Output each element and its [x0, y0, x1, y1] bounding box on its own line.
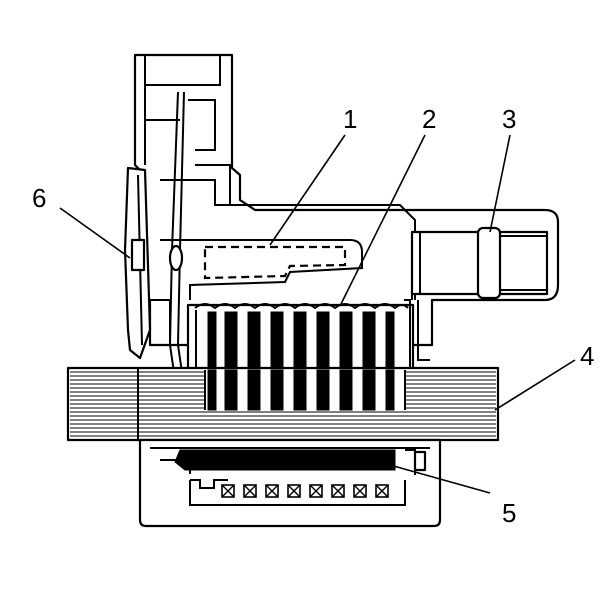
leader-5: [389, 464, 491, 494]
left-cover: [123, 166, 171, 360]
leader-2: [339, 134, 426, 307]
leader-1: [269, 134, 346, 246]
gear-tooth: [287, 484, 301, 498]
callout-2: 2: [422, 104, 436, 134]
callouts: 1 2 3 4 5 6: [32, 104, 594, 528]
lower-housing: [138, 438, 442, 528]
dashed-plate: [203, 245, 347, 280]
right-fitting: [410, 226, 549, 300]
gear-tooth: [243, 484, 257, 498]
callout-5: 5: [502, 498, 516, 528]
gear-tooth: [375, 484, 389, 498]
gear-tooth: [221, 484, 235, 498]
callout-3: 3: [502, 104, 516, 134]
gear-tooth: [331, 484, 345, 498]
callout-4: 4: [580, 341, 594, 371]
callout-1: 1: [343, 104, 357, 134]
gear-tooth: [309, 484, 323, 498]
leader-3: [489, 134, 511, 233]
callout-6: 6: [32, 183, 46, 213]
leader-4: [494, 359, 576, 411]
gear-tooth: [265, 484, 279, 498]
leader-lines: [59, 134, 576, 494]
gear-tooth: [353, 484, 367, 498]
shaft: [66, 366, 500, 442]
upper-housing: [133, 53, 560, 347]
leader-6: [59, 207, 131, 259]
